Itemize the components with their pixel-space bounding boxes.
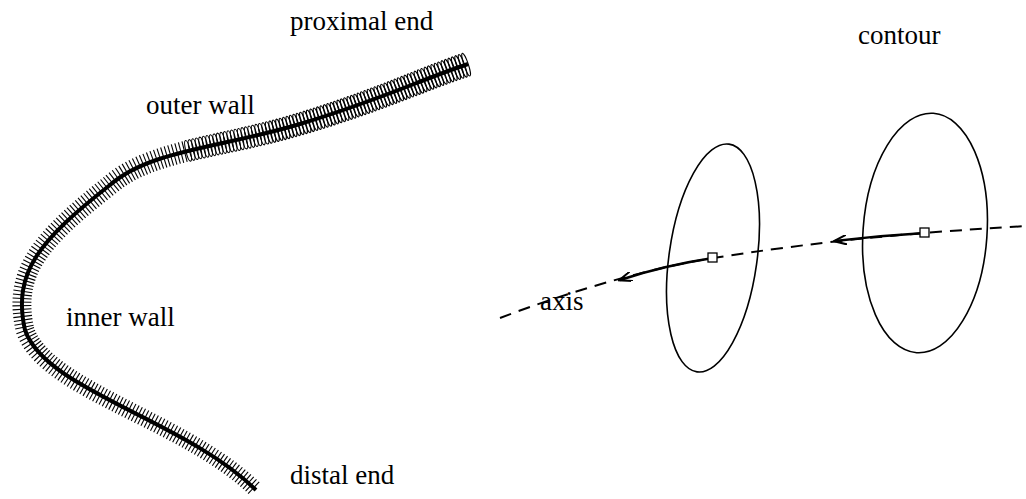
wall-label: inner wall xyxy=(66,304,175,331)
vessel-centerline xyxy=(22,64,468,490)
axis-arrow xyxy=(835,233,925,241)
contour-ellipse xyxy=(653,138,772,378)
axis-point xyxy=(708,253,717,262)
end-label: distal end xyxy=(290,462,394,489)
end-label: proximal end xyxy=(290,8,433,35)
axis-arrow xyxy=(620,258,713,280)
contour-ellipse xyxy=(855,109,995,357)
wall-label: outer wall xyxy=(146,92,255,119)
axis-point xyxy=(920,228,929,237)
vessel-wall xyxy=(12,53,472,494)
contour-label: contour xyxy=(858,22,940,49)
axis-label: axis xyxy=(540,288,584,315)
axis-line xyxy=(500,226,1026,318)
